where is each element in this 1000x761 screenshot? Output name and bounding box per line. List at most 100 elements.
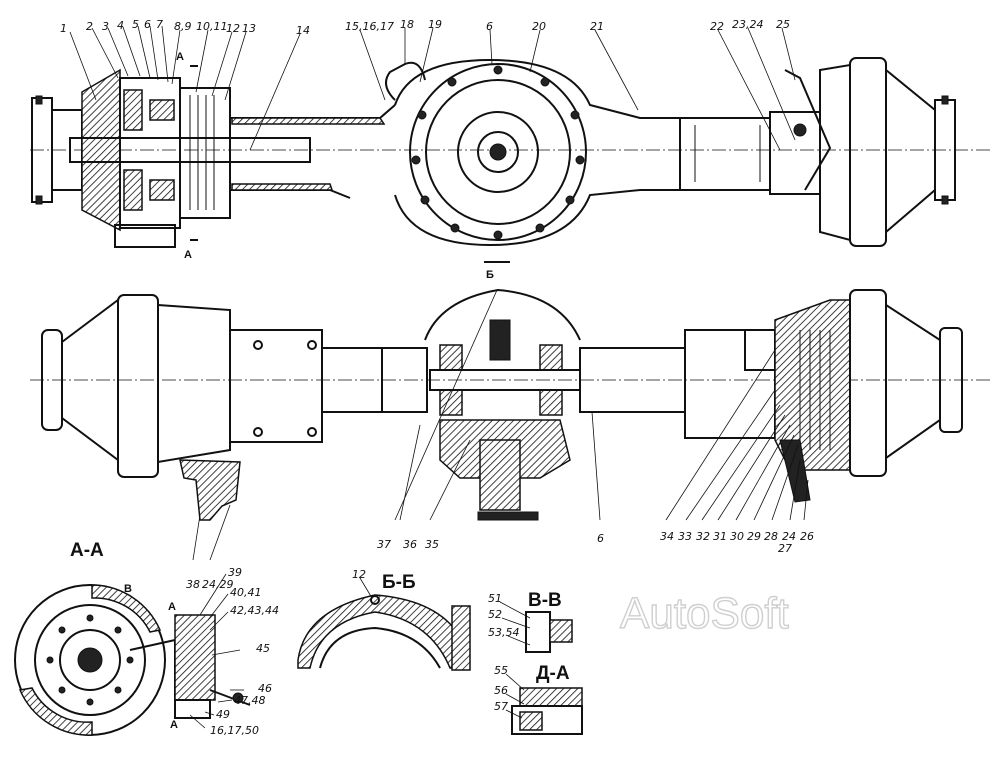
part-label: 29 bbox=[747, 530, 761, 543]
housing-flange bbox=[425, 79, 571, 225]
cut-mark: Б bbox=[486, 269, 494, 281]
part-label: 23,24 bbox=[732, 18, 764, 31]
part-label: 3 bbox=[102, 20, 109, 33]
cut-mark: А bbox=[170, 719, 178, 731]
right-tube-bracket bbox=[679, 117, 771, 191]
part-label: 37 bbox=[377, 538, 391, 551]
left-hub-housing bbox=[81, 68, 121, 232]
part-label: 35 bbox=[425, 538, 439, 551]
inner-arc bbox=[319, 626, 441, 669]
part-label: 47,48 bbox=[234, 694, 266, 707]
right-hub-cone bbox=[885, 304, 941, 459]
bearing-section bbox=[149, 99, 175, 121]
right-hub-flange bbox=[939, 327, 963, 433]
part-label: 27 bbox=[778, 542, 792, 555]
part-label: 30 bbox=[730, 530, 744, 543]
aa-leaders bbox=[189, 573, 244, 729]
section-aa: А-А В А А bbox=[14, 540, 251, 736]
part-label: 33 bbox=[678, 530, 692, 543]
diff-bearing bbox=[539, 389, 563, 416]
section-vv: В-В Д-А bbox=[511, 590, 583, 735]
part-label: 25 bbox=[776, 18, 790, 31]
steering-arm bbox=[784, 69, 832, 191]
lever-block bbox=[174, 699, 211, 719]
gear-section bbox=[123, 169, 143, 211]
right-tube-bracket bbox=[684, 329, 776, 439]
kingpin bbox=[793, 123, 807, 137]
hub-center bbox=[77, 647, 103, 673]
section-title-bb: Б-Б bbox=[382, 572, 416, 593]
hub-inner bbox=[59, 629, 121, 691]
pinion-flange bbox=[477, 511, 539, 521]
pinion-shaft bbox=[479, 439, 521, 511]
diff-bearing bbox=[539, 344, 563, 371]
ring-gear bbox=[489, 319, 511, 361]
part-label: 21 bbox=[590, 20, 604, 33]
pin-head bbox=[549, 619, 573, 643]
section-title-vv: В-В bbox=[528, 590, 562, 611]
hub-ring bbox=[34, 604, 146, 716]
bolt bbox=[941, 195, 949, 205]
bearing-section bbox=[149, 179, 175, 201]
right-hub-cone bbox=[885, 69, 936, 233]
aa-part-labels: 39 40,41 42,43,44 45 46 47,48 49 16,17,5… bbox=[210, 566, 279, 737]
tube-collar bbox=[381, 347, 428, 413]
bolt bbox=[941, 95, 949, 105]
differential-carrier-top bbox=[424, 288, 581, 341]
part-label: 46 bbox=[258, 682, 272, 695]
breather bbox=[385, 61, 426, 101]
block-section bbox=[511, 705, 583, 735]
left-axle-shaft bbox=[69, 137, 311, 163]
right-knuckle bbox=[744, 329, 776, 371]
part-label: 12 bbox=[226, 22, 240, 35]
camshaft-lever bbox=[779, 439, 811, 503]
part-label: 6 bbox=[144, 18, 151, 31]
part-label: 31 bbox=[713, 530, 727, 543]
adjusting-rod bbox=[209, 689, 251, 706]
section-bb: Б-Б 12 bbox=[297, 568, 471, 671]
left-wheel-drum bbox=[117, 294, 159, 478]
plate-section bbox=[519, 687, 583, 707]
pinion-hub bbox=[477, 131, 519, 173]
brake-cam-housing bbox=[174, 614, 216, 701]
left-brake-housing bbox=[157, 303, 231, 464]
part-label: 2 bbox=[86, 20, 93, 33]
cover-bolts bbox=[411, 65, 585, 240]
right-brake-drum bbox=[819, 63, 851, 242]
part-label: 20 bbox=[532, 20, 546, 33]
middle-leaders bbox=[192, 289, 809, 561]
top-leaders bbox=[69, 25, 796, 151]
part-label: 10,11 bbox=[196, 20, 228, 33]
part-label: 34 bbox=[660, 530, 674, 543]
part-label: 16,17,50 bbox=[210, 724, 259, 737]
top-part-labels: 1 2 3 4 5 6 7 8,9 10,11 12 13 14 15,16,1… bbox=[60, 18, 790, 37]
top-cut-marks: А А Б bbox=[176, 51, 510, 281]
part-label: 57 bbox=[494, 700, 508, 713]
middle-view bbox=[30, 288, 990, 521]
bolt bbox=[35, 195, 43, 205]
top-view bbox=[30, 57, 990, 248]
part-label: 24 bbox=[782, 530, 796, 543]
part-label: 24,29 bbox=[202, 578, 234, 591]
brake-chamber-bracket bbox=[179, 459, 241, 521]
cut-mark: В bbox=[124, 583, 132, 595]
tube-wall bbox=[231, 117, 386, 125]
drum-section bbox=[18, 687, 93, 736]
part-label: 39 bbox=[228, 566, 242, 579]
middle-part-labels: 37 36 35 6 34 33 32 31 30 29 28 24 27 26… bbox=[186, 530, 814, 591]
bolt bbox=[35, 95, 43, 105]
part-label: 28 bbox=[764, 530, 778, 543]
drum-section bbox=[91, 584, 162, 633]
part-label: 51 bbox=[488, 592, 502, 605]
part-label: 6 bbox=[486, 20, 493, 33]
part-label: 19 bbox=[428, 18, 442, 31]
part-label: 40,41 bbox=[230, 586, 262, 599]
part-label: 1 bbox=[60, 22, 67, 35]
block-insert bbox=[519, 711, 543, 731]
part-label: 14 bbox=[296, 24, 310, 37]
section-title-dd: Д-А bbox=[536, 663, 570, 684]
cover-section bbox=[297, 594, 463, 669]
housing-cover bbox=[409, 63, 587, 241]
pinion-flange bbox=[457, 111, 539, 193]
